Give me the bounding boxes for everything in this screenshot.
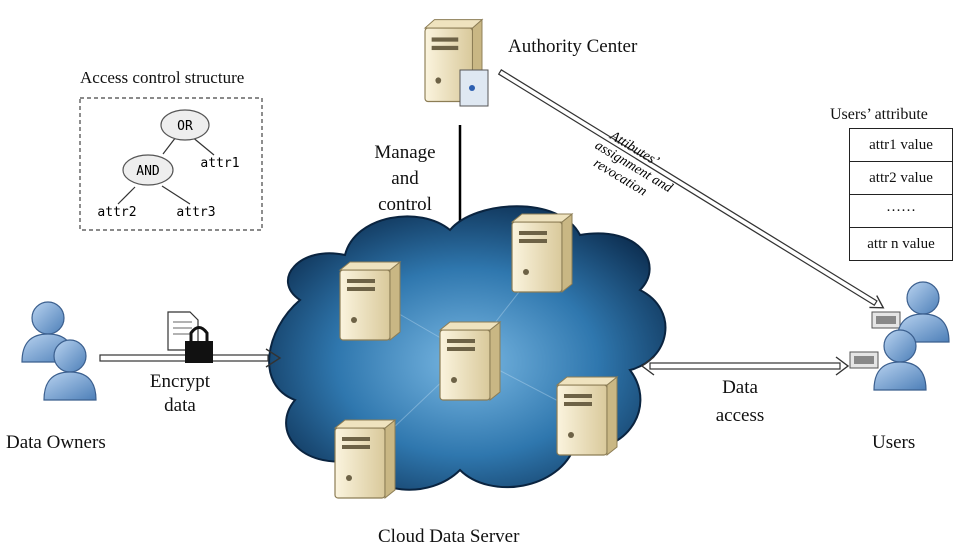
encrypt-arrow <box>99 348 282 368</box>
attribute-row: attr1 value <box>849 128 953 162</box>
data-access-label: Data access <box>715 377 765 426</box>
lock-icon <box>185 326 213 363</box>
or-node <box>160 109 210 141</box>
user-terminal-icon-1 <box>871 311 901 329</box>
attribute-row: attr2 value <box>849 161 953 195</box>
assignment-label: Attibutes’ assignment and revocation <box>584 124 686 211</box>
and-node-label: AND <box>136 164 160 179</box>
data-owners-label: Data Owners <box>6 432 106 453</box>
users-attribute-table: attr1 value attr2 value ······ attr n va… <box>849 128 953 261</box>
attr2-leaf: attr2 <box>97 205 136 220</box>
encrypt-data-label: Encrypt data <box>149 371 211 416</box>
cloud-data-server-label: Cloud Data Server <box>378 526 520 547</box>
user-terminal-icon-2 <box>849 351 879 369</box>
data-access-arrow <box>640 356 850 376</box>
or-node-label: OR <box>177 119 193 134</box>
authority-center-label: Authority Center <box>508 36 638 57</box>
attr3-leaf: attr3 <box>176 205 215 220</box>
users-attribute-title: Users’ attribute <box>830 106 928 123</box>
cloud-server-icon-4 <box>556 376 618 456</box>
attribute-row: ······ <box>849 194 953 228</box>
cloud-server-icon-1 <box>339 261 401 341</box>
cloud-server-icon-5 <box>334 419 396 499</box>
assignment-arrow <box>497 69 885 309</box>
cloud-server-icon-3 <box>439 321 501 401</box>
attr1-leaf: attr1 <box>200 156 239 171</box>
access-structure-title: Access control structure <box>80 68 245 87</box>
manage-control-label: Manage and control <box>374 142 436 215</box>
users-label: Users <box>872 432 916 453</box>
and-node <box>122 154 174 186</box>
access-structure-box <box>79 97 263 231</box>
authority-server-icon <box>424 18 489 107</box>
attribute-row: attr n value <box>849 227 953 261</box>
cloud-server-icon-2 <box>511 213 573 293</box>
